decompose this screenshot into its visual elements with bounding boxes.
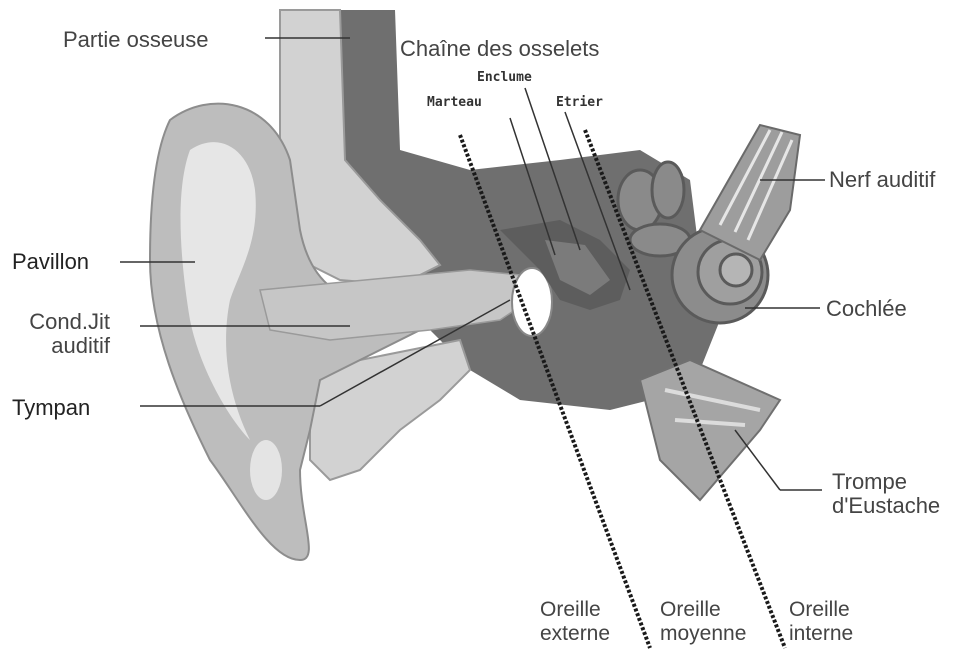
label-oreille-moyenne-2: moyenne (660, 622, 746, 646)
label-oreille-moyenne-1: Oreille (660, 598, 746, 622)
label-enclume: Enclume (477, 66, 532, 90)
earlobe-highlight (250, 440, 282, 500)
label-chaine-osselets: Chaîne des osselets (400, 37, 599, 61)
label-cond-line1: Cond.Jit (18, 310, 110, 334)
label-cond-auditif: Cond.Jit auditif (18, 310, 110, 358)
label-nerf-auditif: Nerf auditif (829, 168, 935, 192)
eustachian-tube (640, 360, 780, 500)
label-cond-line2: auditif (18, 334, 110, 358)
label-oreille-externe-2: externe (540, 622, 610, 646)
label-etrier: Etrier (556, 91, 603, 115)
label-trompe-eustache: Trompe d'Eustache (832, 470, 940, 518)
label-trompe-line1: Trompe (832, 470, 940, 494)
label-oreille-interne-2: interne (789, 622, 853, 646)
label-oreille-moyenne: Oreille moyenne (660, 598, 746, 646)
label-tympan: Tympan (12, 396, 90, 420)
label-oreille-interne: Oreille interne (789, 598, 853, 646)
label-partie-osseuse: Partie osseuse (63, 28, 209, 52)
label-oreille-interne-1: Oreille (789, 598, 853, 622)
label-oreille-externe: Oreille externe (540, 598, 610, 646)
label-pavillon: Pavillon (12, 250, 89, 274)
label-cochlee: Cochlée (826, 297, 907, 321)
label-marteau: Marteau (427, 91, 482, 115)
label-oreille-externe-1: Oreille (540, 598, 610, 622)
label-trompe-line2: d'Eustache (832, 494, 940, 518)
